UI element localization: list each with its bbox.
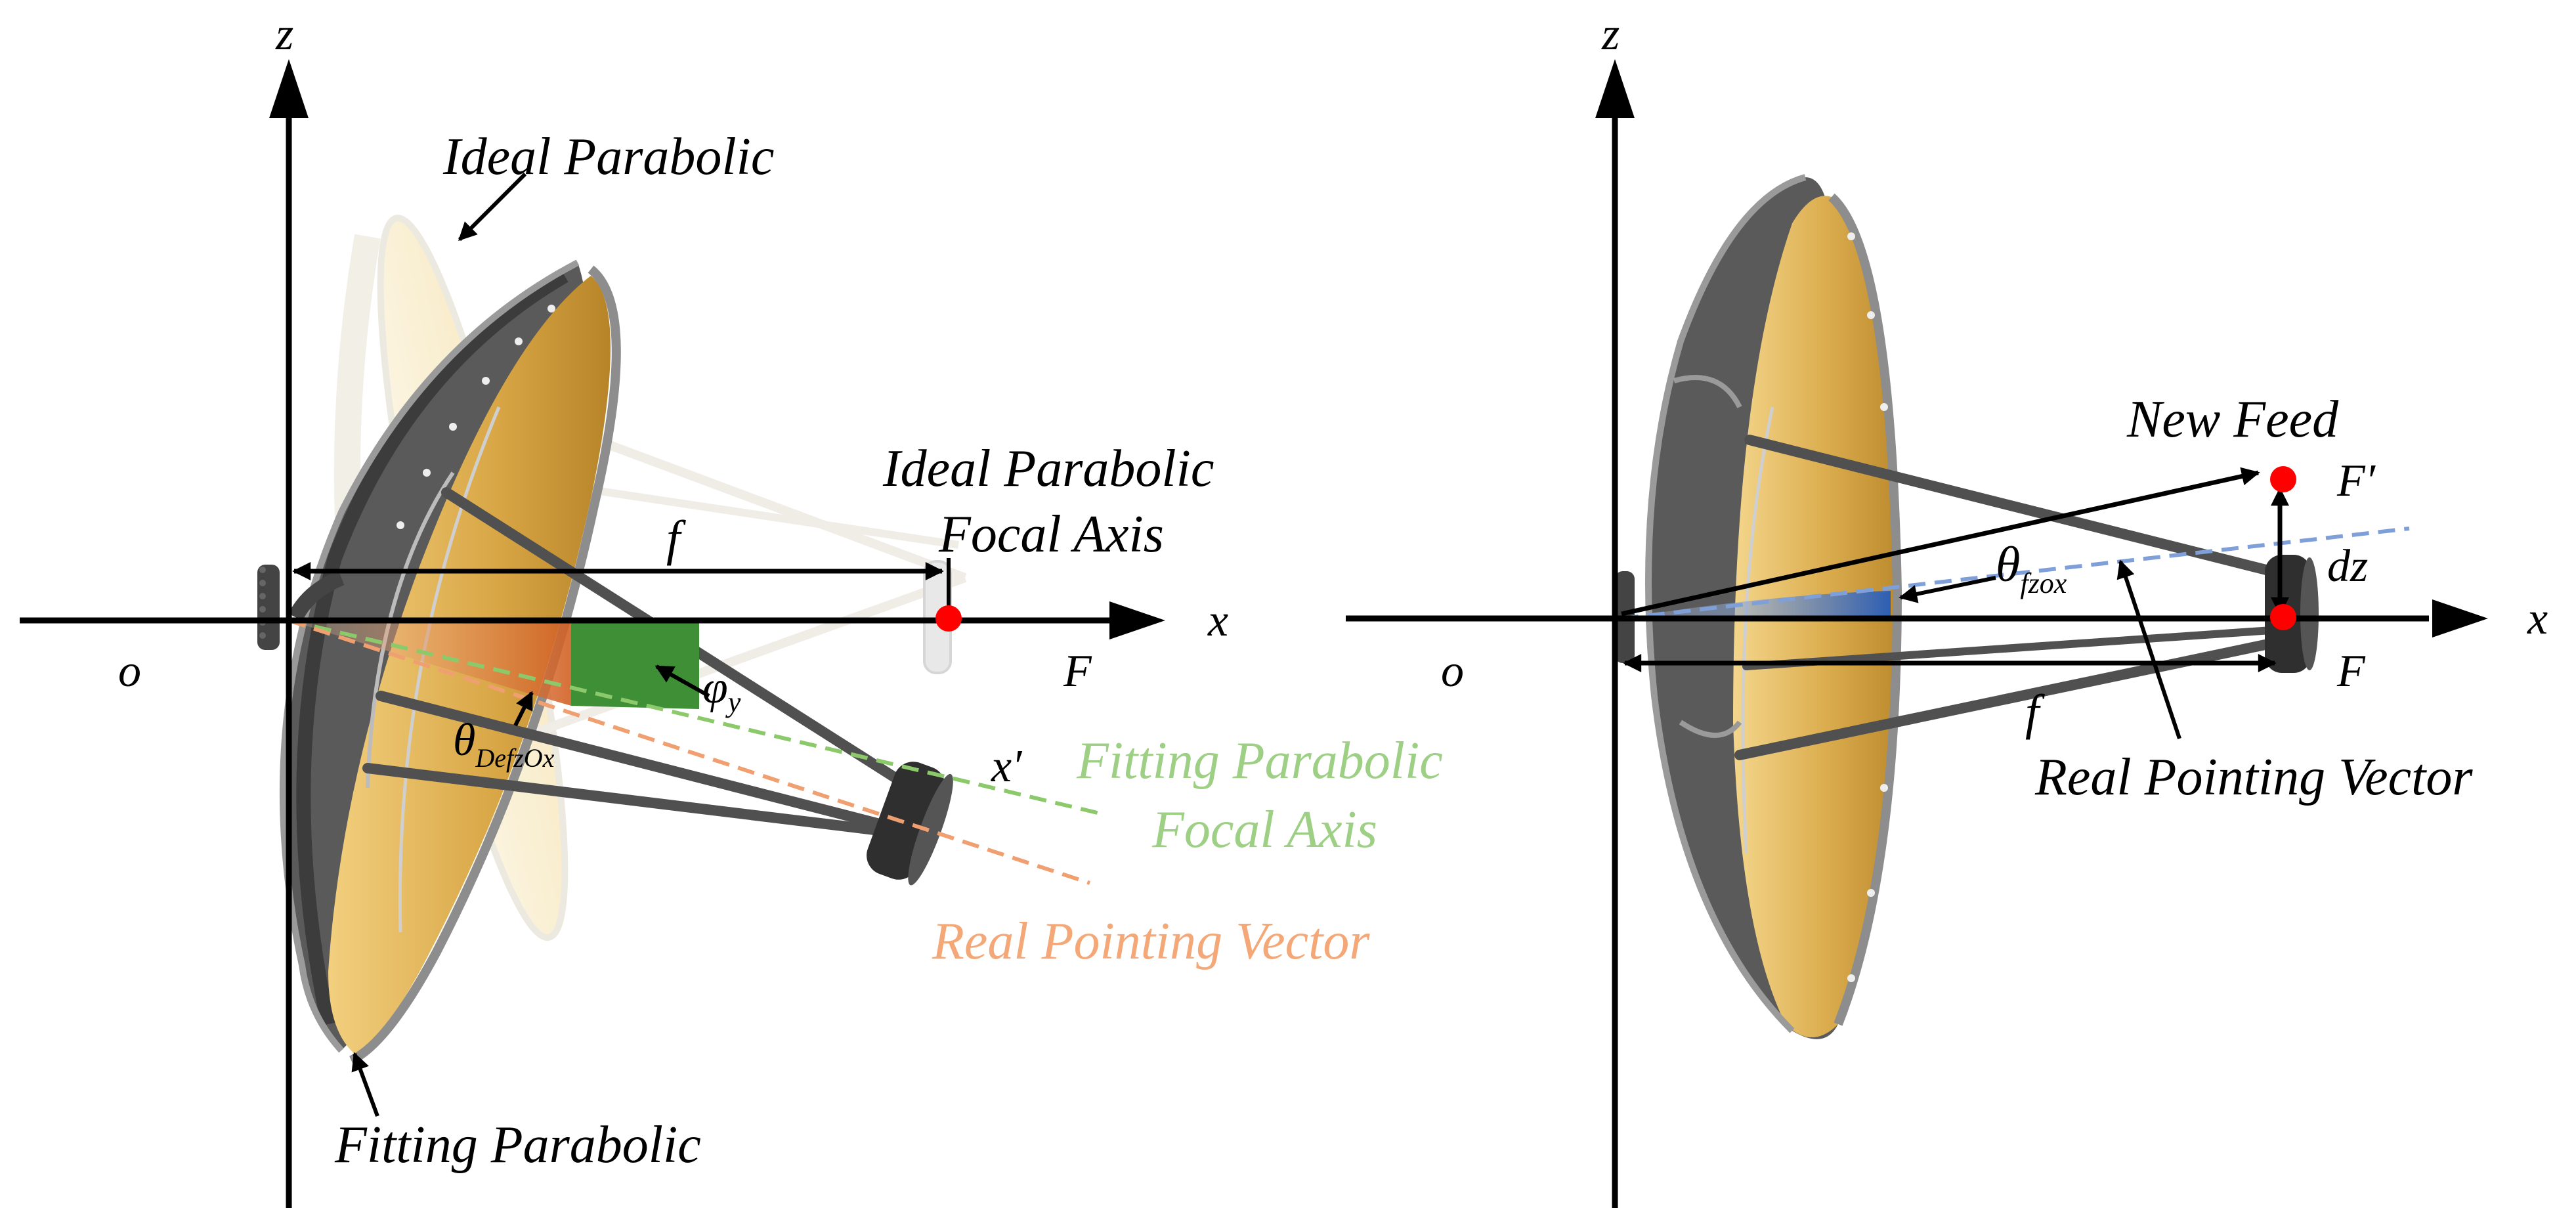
focus-prime-label: F′ <box>2336 456 2376 506</box>
origin-label-right: o <box>1441 646 1464 697</box>
focus-label-left: F <box>1063 646 1092 697</box>
phi-y-label: φy <box>702 662 741 718</box>
theta-fzox-label: θfzox <box>1996 537 2067 599</box>
x-axis-label-left: x <box>1207 595 1228 646</box>
theta-defzox-wedge <box>289 620 571 706</box>
left-panel: z x o F f Ideal Parabolic Ideal Paraboli… <box>20 9 1443 1208</box>
real-pointing-vector-label-right: Real Pointing Vector <box>2034 748 2473 806</box>
fitting-focal-axis-label-1: Fitting Parabolic <box>1076 732 1443 790</box>
focus-label-right: F <box>2336 646 2366 697</box>
focus-point-right <box>2270 604 2296 630</box>
theta-defzox-label: θDefzOx <box>453 715 555 773</box>
right-panel: z x o F F′ dz f New Feed Real Pointing V… <box>1346 9 2548 1208</box>
z-axis-label-left: z <box>275 9 293 60</box>
origin-label-left: o <box>118 646 141 697</box>
fitting-parabolic-label: Fitting Parabolic <box>334 1116 701 1174</box>
real-pointing-vector-line <box>288 618 1090 885</box>
new-feed-label: New Feed <box>2126 391 2339 448</box>
leader-fitting-parabolic <box>351 1052 379 1117</box>
new-feed-point <box>2270 466 2296 492</box>
x-prime-label: x′ <box>991 741 1023 792</box>
leader-theta <box>513 691 534 727</box>
ideal-focal-axis-label-1: Ideal Parabolic <box>882 440 1214 498</box>
leader-real-pointing-right <box>2116 559 2181 739</box>
fitting-focal-axis-line <box>288 618 1104 816</box>
x-axis-label-right: x <box>2527 594 2548 644</box>
leader-theta-fzox <box>1899 576 1996 603</box>
dz-label: dz <box>2327 541 2368 592</box>
new-feed-vector <box>1621 467 2260 616</box>
focal-length-label-left: f <box>666 511 686 566</box>
leader-ideal-parabolic <box>458 172 527 242</box>
ideal-focus-point <box>935 605 962 632</box>
leader-phi <box>655 664 710 698</box>
z-axis-label-right: z <box>1601 9 1620 60</box>
fitting-feed <box>867 762 953 886</box>
ideal-focal-axis-label-2: Focal Axis <box>938 506 1164 563</box>
ideal-parabolic-label: Ideal Parabolic <box>442 128 774 186</box>
real-pointing-vector-label-left: Real Pointing Vector <box>932 913 1370 970</box>
fitting-focal-axis-label-2: Focal Axis <box>1151 801 1377 859</box>
phi-y-wedge <box>571 620 699 709</box>
